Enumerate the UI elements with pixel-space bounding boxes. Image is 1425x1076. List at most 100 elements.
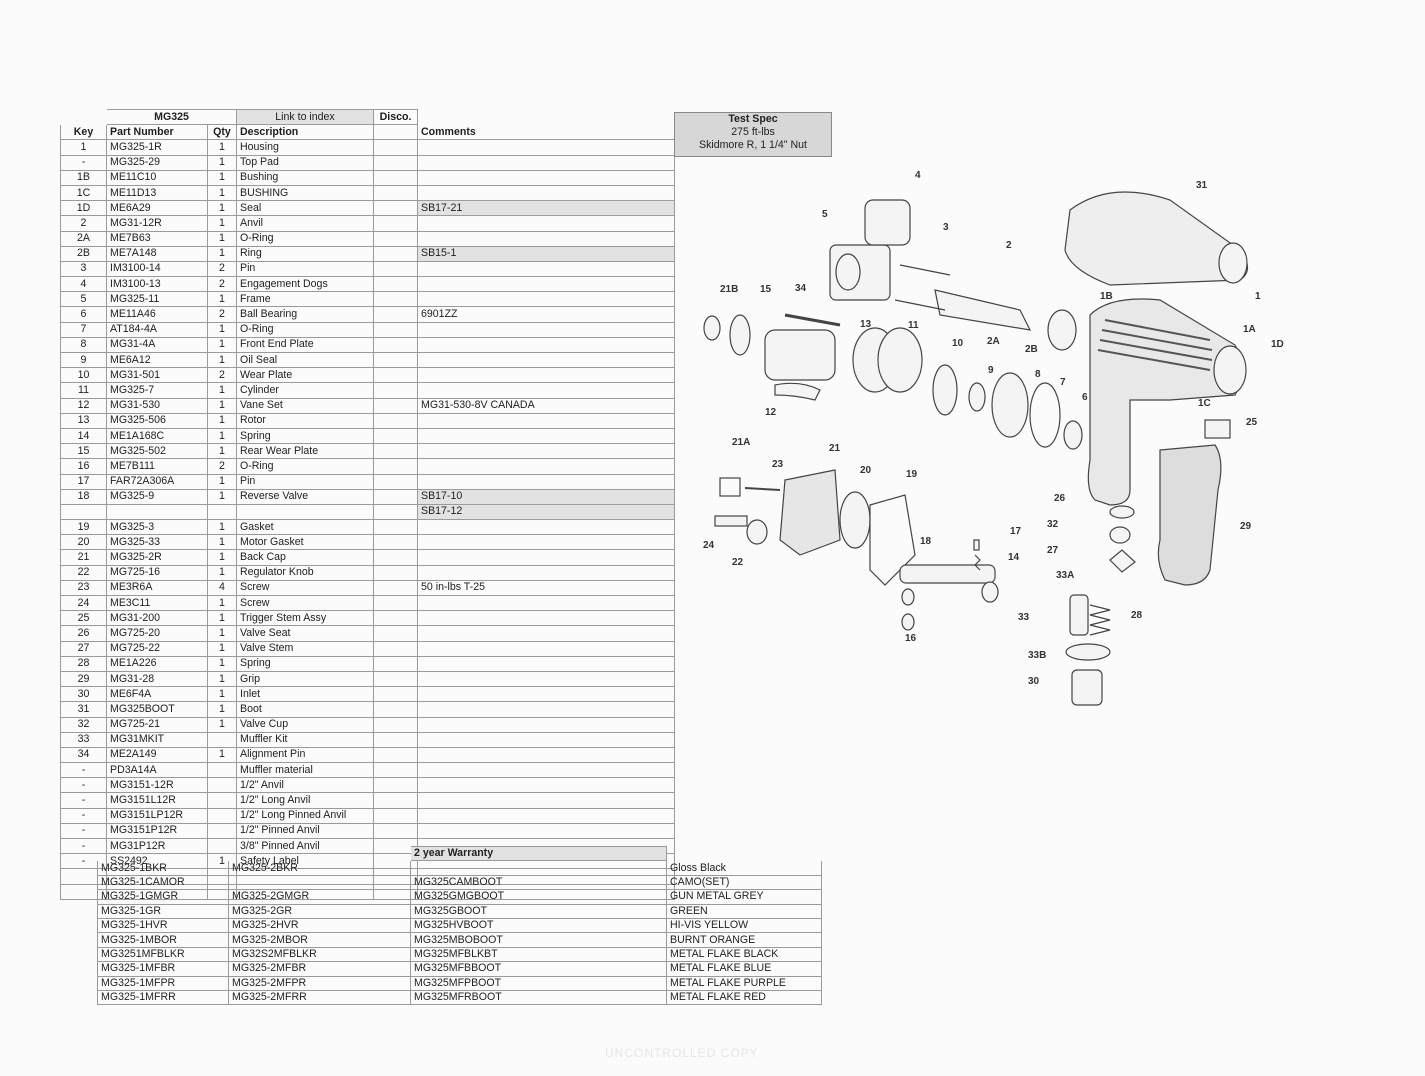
part-description: Trigger Stem Assy: [236, 610, 374, 627]
housing-ribs: [1097, 319, 1213, 371]
part-disco: [373, 306, 418, 323]
variant-boot: MG325HVBOOT: [410, 917, 667, 934]
part-key: 32: [60, 716, 107, 733]
part-description: Housing: [236, 139, 374, 156]
part-qty: 2: [207, 260, 237, 278]
part-comment: [417, 291, 675, 308]
part-key: 2: [60, 215, 107, 232]
part-number: ME7A148: [106, 245, 208, 262]
variant-back-cap: MG32S2MFBLKR: [228, 946, 411, 963]
part-description: Screw: [236, 594, 374, 612]
part-comment: [417, 473, 675, 490]
part-description: Frame: [236, 291, 374, 308]
part-number: ME2A149: [106, 746, 208, 764]
part-comment: [417, 686, 675, 703]
part-key: 15: [60, 443, 107, 460]
grip-part: [1157, 444, 1222, 586]
part-disco: [373, 276, 418, 293]
part-number: MG31MKIT: [106, 731, 208, 748]
part-key: 1D: [60, 200, 107, 217]
bushing-part: [1047, 309, 1077, 351]
part-comment: [417, 822, 675, 840]
variant-boot: MG325GBOOT: [410, 903, 667, 919]
part-key: 11: [60, 382, 107, 399]
part-description: Muffler Kit: [236, 731, 374, 748]
part-key: 19: [60, 519, 107, 536]
part-qty: 1: [207, 215, 237, 232]
table-row: SB17-12: [60, 503, 675, 521]
variant-boot: MG325MFBBOOT: [410, 961, 667, 977]
diagram-callout: 21: [829, 443, 841, 454]
part-disco: [373, 154, 418, 171]
dogs-part: [864, 199, 911, 246]
part-description: Cylinder: [236, 382, 374, 399]
part-comment: [417, 321, 675, 338]
column-header-row: Key Part Number Qty Description Comments: [60, 124, 675, 141]
part-comment: [417, 670, 675, 688]
part-number: IM3100-14: [106, 260, 208, 278]
screw-23: [744, 487, 781, 491]
diagram-callout: 19: [906, 469, 918, 480]
part-comment: [417, 746, 675, 764]
part-comment: [417, 351, 675, 369]
part-number: MG31-530: [106, 397, 208, 414]
muffler-33b: [1065, 643, 1111, 661]
part-description: Oil Seal: [236, 351, 374, 369]
part-comment: [417, 154, 675, 171]
part-key: 6: [60, 306, 107, 323]
part-number: MG3151-12R: [106, 777, 208, 794]
part-number: ME3C11: [106, 594, 208, 612]
diagram-callout: 33: [1018, 612, 1030, 623]
part-key: -: [60, 792, 107, 809]
part-number: ME1A226: [106, 655, 208, 672]
diagram-callout: 33B: [1028, 650, 1046, 661]
part-key: -: [60, 154, 107, 171]
part-disco: [373, 215, 418, 232]
part-disco: [373, 397, 418, 414]
part-key: 7: [60, 321, 107, 338]
part-comment: [417, 655, 675, 672]
part-description: Spring: [236, 427, 374, 445]
diagram-callout: 16: [905, 633, 917, 644]
part-description: Rear Wear Plate: [236, 443, 374, 460]
part-key: 24: [60, 594, 107, 612]
variant-boot: MG325CAMBOOT: [410, 874, 667, 891]
part-disco: [373, 731, 418, 748]
part-disco: [373, 427, 418, 445]
part-qty: 1: [207, 716, 237, 733]
part-qty: 1: [207, 625, 237, 642]
link-to-index[interactable]: Link to index: [236, 108, 374, 126]
part-comment: [417, 594, 675, 612]
col-qty: Qty: [207, 124, 237, 141]
model-title: MG325: [106, 108, 237, 126]
variant-back-cap: MG325-2BKR: [228, 860, 411, 876]
part-qty: [207, 762, 237, 779]
part-number: MG31-200: [106, 610, 208, 627]
inlet-30: [1071, 669, 1103, 706]
diagram-callout: 1: [1255, 291, 1261, 302]
part-description: Wear Plate: [236, 367, 374, 384]
variant-back-cap: MG325-2MFBR: [228, 961, 411, 977]
part-disco: [373, 260, 418, 278]
pin-part: [899, 264, 951, 276]
part-key: 5: [60, 291, 107, 308]
bearing-21b: [703, 315, 721, 341]
part-qty: 1: [207, 473, 237, 490]
part-qty: [207, 777, 237, 794]
part-comment: [417, 640, 675, 657]
part-description: Vane Set: [236, 397, 374, 414]
part-description: Back Cap: [236, 549, 374, 566]
part-disco: [373, 351, 418, 369]
part-comment: [417, 716, 675, 733]
